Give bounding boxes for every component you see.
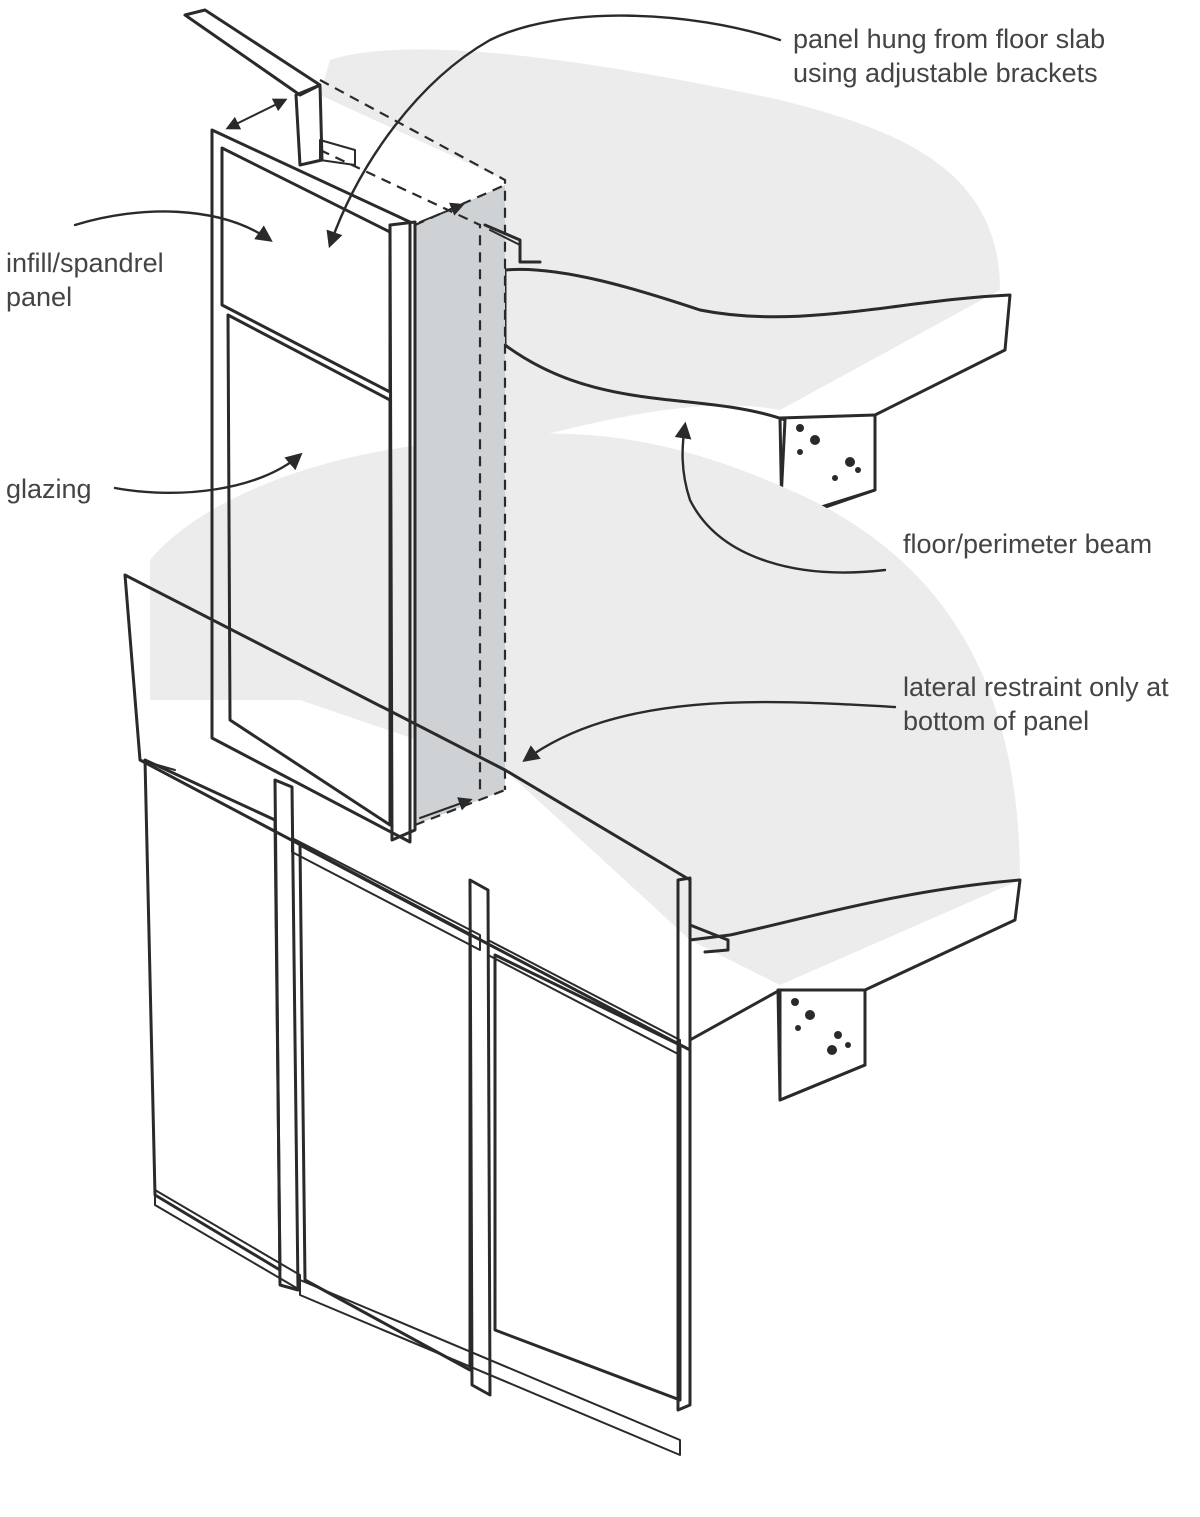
top-mullion-offcut [183, 8, 324, 167]
bracket-top [319, 139, 542, 264]
clearance-arrows [225, 98, 473, 819]
upper-spandrel [220, 146, 392, 394]
labels: panel hung from floor slab using adjusta… [6, 24, 1169, 736]
lower-beam-end [776, 988, 867, 1102]
lower-glazing-right [493, 953, 682, 1402]
label-floor-beam: floor/perimeter beam [903, 529, 1152, 559]
leader-infill [73, 210, 273, 242]
upper-slab-edge [503, 267, 1012, 522]
lower-slab-top [150, 433, 1020, 985]
label-lateral-1: lateral restraint only at [903, 672, 1169, 702]
lower-floor-slab [150, 433, 1022, 1102]
lower-curtain-wall [123, 573, 692, 1456]
upper-glazing [226, 313, 392, 827]
lower-beam-texture [791, 998, 851, 1055]
hidden-column [319, 79, 507, 827]
mullion-2 [468, 878, 492, 1397]
label-glazing: glazing [6, 474, 92, 504]
label-panel-hung-2: using adjustable brackets [793, 58, 1098, 88]
label-infill-2: panel [6, 282, 72, 312]
lower-glazing-left [143, 758, 282, 1272]
leader-glazing [113, 452, 303, 495]
upper-panel-frame [210, 128, 412, 844]
leader-panel-hung [326, 14, 782, 249]
upper-slab-top [320, 49, 1000, 445]
lower-glazing-middle [298, 843, 472, 1372]
mullion-1 [273, 778, 300, 1292]
upper-unitised-panel [210, 128, 417, 844]
leader-floor-beam [674, 421, 887, 574]
leader-lateral [522, 700, 897, 762]
upper-beam-texture [796, 424, 861, 481]
transom-mid-1 [291, 837, 481, 951]
label-lateral-2: bottom of panel [903, 706, 1089, 736]
transom-lower-2 [299, 1279, 681, 1456]
transom-mid-2 [487, 939, 681, 1056]
leader-lines [73, 14, 897, 762]
label-infill-1: infill/spandrel [6, 248, 164, 278]
label-panel-hung-1: panel hung from floor slab [793, 24, 1105, 54]
bracket-bottom [688, 923, 730, 954]
